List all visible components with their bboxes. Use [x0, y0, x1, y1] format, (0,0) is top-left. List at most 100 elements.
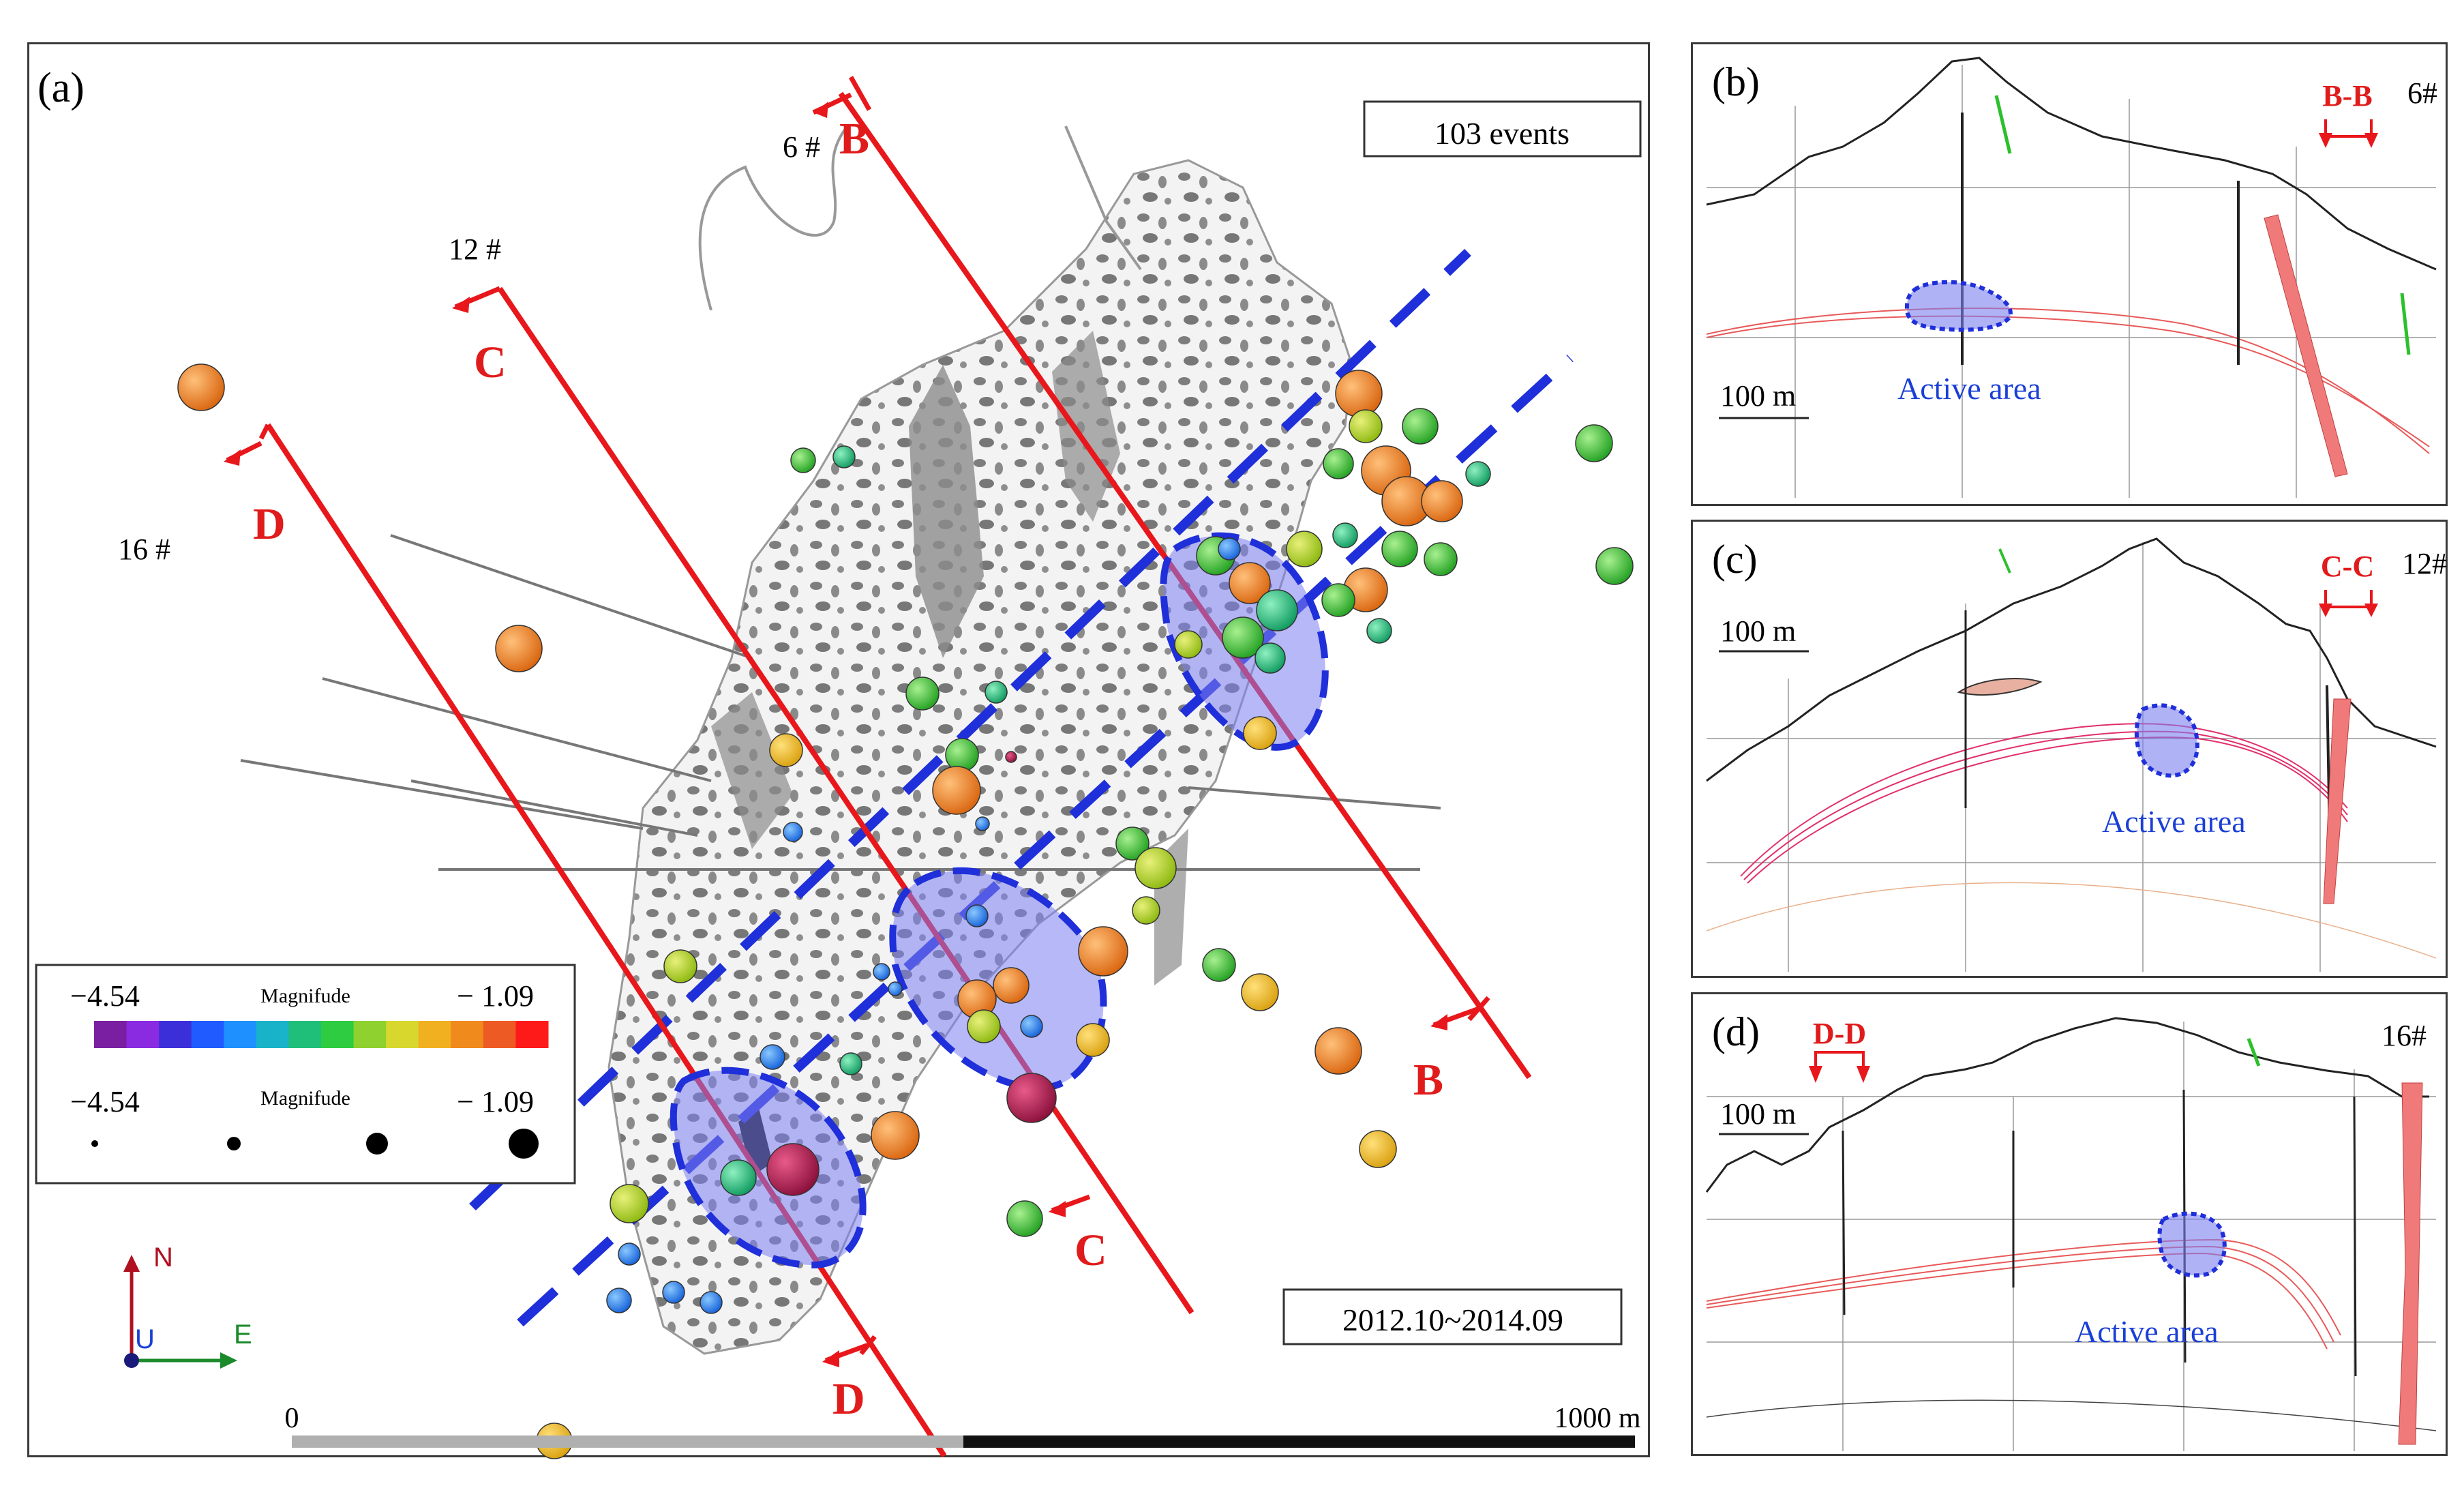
scale-length: 1000 m: [1554, 1403, 1641, 1434]
event: [610, 1184, 649, 1223]
colormap-swatch: [191, 1021, 224, 1048]
section-d-profile: 16#: [2382, 1019, 2427, 1052]
legend-size-dot: [227, 1137, 241, 1150]
event: [1202, 948, 1236, 982]
compass-up: U: [135, 1324, 155, 1354]
event: [1020, 1015, 1043, 1038]
event: [1402, 408, 1439, 445]
event: [1132, 896, 1160, 925]
legend-color-min: −4.54: [70, 979, 140, 1013]
colormap-swatch: [256, 1021, 289, 1048]
section-c-title: C-C: [2321, 550, 2374, 583]
event: [975, 816, 990, 831]
event: [662, 1281, 685, 1304]
colormap-swatch: [288, 1021, 322, 1048]
event: [985, 681, 1008, 704]
colormap-swatch: [451, 1021, 484, 1048]
legend-size-dot: [509, 1129, 539, 1159]
period-box: [1282, 1288, 1623, 1345]
event: [1424, 542, 1458, 576]
colormap-swatch: [321, 1021, 355, 1048]
event: [495, 625, 543, 672]
section-b-svg: (b) B-B 6# 100 m Active area: [1706, 57, 2437, 498]
section-b-active-label: Active area: [1897, 371, 2041, 406]
legend-colormap: [94, 1021, 549, 1048]
panel-c-cross-section: (c) C-C 12# 100 m Active area: [1691, 520, 2448, 978]
event: [1359, 1130, 1397, 1168]
panel-a-label: (a): [37, 65, 85, 111]
colormap-swatch: [386, 1021, 419, 1048]
section-c-profile: 12#: [2402, 547, 2447, 580]
legend-size-dot: [366, 1133, 388, 1155]
scale-bar: 0 1000 m: [285, 1403, 1641, 1448]
section-d-active-area: [2157, 1211, 2227, 1278]
magnitude-legend: −4.54 Magnifude − 1.09 −4.54 Magnifude −…: [35, 964, 576, 1185]
event: [1115, 827, 1150, 861]
event: [1078, 926, 1128, 977]
event: [1174, 630, 1203, 659]
legend-size-min: −4.54: [70, 1085, 140, 1118]
event: [1335, 370, 1383, 417]
colormap-swatch: [159, 1021, 192, 1048]
profile-label-12: 12 #: [449, 233, 501, 266]
panel-c-label: (c): [1712, 537, 1758, 582]
section-letter-d-bottom: D: [832, 1374, 865, 1424]
event: [1218, 537, 1241, 561]
event: [1006, 1073, 1057, 1123]
event: [993, 967, 1030, 1004]
section-letter-c-bottom: C: [1075, 1225, 1107, 1275]
legend-color-title: Magnifude: [260, 985, 350, 1007]
event: [1135, 847, 1177, 889]
section-c-active-area: [2134, 703, 2199, 778]
event: [1229, 562, 1271, 604]
event: [905, 676, 940, 711]
legend-size-max: − 1.09: [457, 1085, 534, 1118]
panel-d-label: (d): [1712, 1009, 1760, 1054]
legend-size-dot: [91, 1140, 98, 1147]
map-svg: (a) 103 events 2012.10~2014.09: [35, 65, 1642, 1459]
event-count: 103 events: [1434, 116, 1569, 151]
compass-east: E: [234, 1320, 252, 1350]
event: [1349, 409, 1383, 443]
event: [967, 1009, 1001, 1043]
event: [1366, 618, 1392, 644]
event: [1332, 522, 1358, 548]
section-d-svg: (d) D-D 16# 100 m Active area: [1705, 1009, 2437, 1451]
profile-label-16: 16 #: [118, 533, 170, 566]
section-letter-c-top: C: [474, 338, 507, 387]
event: [618, 1243, 641, 1266]
period-label: 2012.10~2014.09: [1342, 1303, 1563, 1337]
event: [832, 445, 856, 468]
section-line-c: [452, 286, 1195, 1315]
section-b-title: B-B: [2322, 79, 2372, 113]
event: [1256, 589, 1298, 631]
event: [945, 738, 979, 772]
colormap-swatch: [94, 1021, 127, 1048]
event: [932, 766, 981, 815]
event: [1314, 1027, 1362, 1075]
event: [965, 904, 989, 927]
section-letter-b-bottom: B: [1413, 1055, 1443, 1105]
section-d-scale: 100 m: [1720, 1097, 1796, 1131]
event: [1575, 424, 1613, 462]
legend-size-title: Magnifude: [260, 1087, 350, 1110]
event: [1254, 642, 1286, 674]
legend-color-max: − 1.09: [457, 979, 534, 1013]
event: [1006, 1200, 1043, 1237]
section-c-svg: (c) C-C 12# 100 m Active area: [1706, 537, 2447, 972]
section-c-scale: 100 m: [1720, 614, 1796, 648]
panel-a-map: (a) 103 events 2012.10~2014.09: [27, 42, 1650, 1459]
section-b-scale: 100 m: [1720, 379, 1796, 413]
event: [790, 447, 816, 473]
seismic-events: [177, 363, 1634, 1459]
colormap-swatch: [483, 1021, 516, 1048]
section-letter-b-top: B: [839, 114, 869, 164]
event: [1321, 583, 1355, 617]
profile-label-6: 6 #: [783, 130, 820, 164]
event: [871, 1111, 920, 1160]
event: [1222, 616, 1264, 659]
compass-north: N: [153, 1243, 173, 1273]
event: [1241, 973, 1279, 1011]
event: [1465, 461, 1491, 487]
event: [1286, 531, 1323, 567]
